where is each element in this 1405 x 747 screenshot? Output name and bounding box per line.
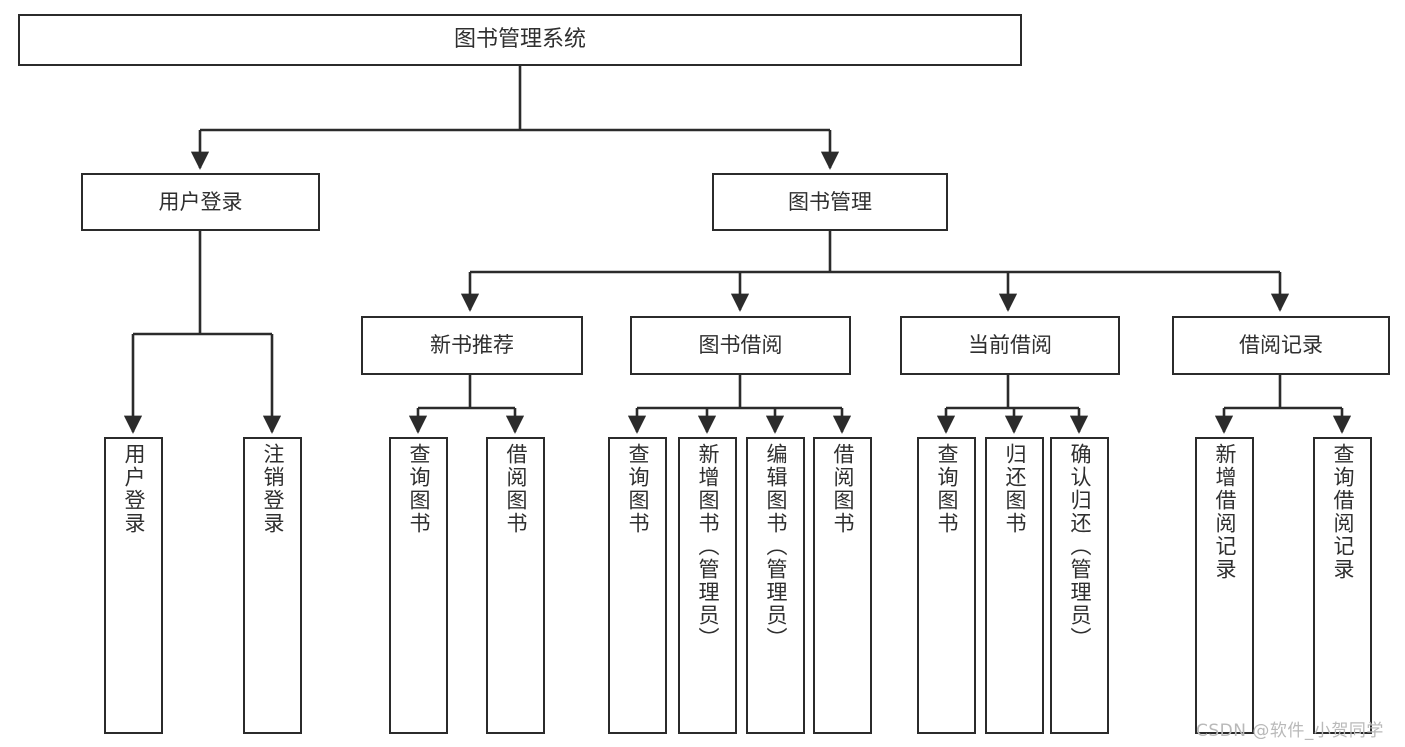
node-new-book-recommend-label: 新书推荐 <box>430 333 514 358</box>
node-root-system-label: 图书管理系统 <box>453 27 586 53</box>
node-borrow-record[interactable]: 借阅记录 <box>1172 316 1390 375</box>
leaf-borrow-record-add-label: 新增借阅记录 <box>1213 443 1237 581</box>
node-borrow-record-label: 借阅记录 <box>1239 333 1323 358</box>
csdn-watermark: CSDN @软件_小贺同学 <box>1196 721 1384 741</box>
node-user-login[interactable]: 用户登录 <box>81 173 320 231</box>
leaf-new-book-borrow-label: 借阅图书 <box>504 443 528 535</box>
leaf-user-login-signin[interactable]: 用户登录 <box>104 437 163 734</box>
leaf-new-book-query[interactable]: 查询图书 <box>389 437 448 734</box>
node-root-system[interactable]: 图书管理系统 <box>18 14 1022 66</box>
leaf-user-login-signout[interactable]: 注销登录 <box>243 437 302 734</box>
leaf-user-login-signin-label: 用户登录 <box>122 443 146 535</box>
leaf-borrow-record-query-label: 查询借阅记录 <box>1331 443 1355 581</box>
node-book-management-label: 图书管理 <box>788 189 872 214</box>
leaf-new-book-query-label: 查询图书 <box>407 443 431 535</box>
leaf-user-login-signout-label: 注销登录 <box>261 443 285 535</box>
leaf-borrow-record-add[interactable]: 新增借阅记录 <box>1195 437 1254 734</box>
node-new-book-recommend[interactable]: 新书推荐 <box>361 316 583 375</box>
leaf-book-borrow-edit[interactable]: 编辑图书（管理员） <box>746 437 805 734</box>
leaf-book-borrow-query[interactable]: 查询图书 <box>608 437 667 734</box>
node-current-borrow-label: 当前借阅 <box>968 333 1052 358</box>
leaf-new-book-borrow[interactable]: 借阅图书 <box>486 437 545 734</box>
leaf-book-borrow-add-label: 新增图书（管理员） <box>696 443 720 650</box>
leaf-book-borrow-query-label: 查询图书 <box>626 443 650 535</box>
leaf-book-borrow-borrow-label: 借阅图书 <box>831 443 855 535</box>
node-book-management[interactable]: 图书管理 <box>712 173 948 231</box>
node-book-borrow-label: 图书借阅 <box>698 333 783 358</box>
leaf-current-borrow-confirm-return[interactable]: 确认归还（管理员） <box>1050 437 1109 734</box>
leaf-current-borrow-return[interactable]: 归还图书 <box>985 437 1044 734</box>
leaf-book-borrow-add[interactable]: 新增图书（管理员） <box>678 437 737 734</box>
leaf-book-borrow-borrow[interactable]: 借阅图书 <box>813 437 872 734</box>
node-current-borrow[interactable]: 当前借阅 <box>900 316 1120 375</box>
leaf-current-borrow-confirm-return-label: 确认归还（管理员） <box>1068 443 1092 650</box>
leaf-borrow-record-query[interactable]: 查询借阅记录 <box>1313 437 1372 734</box>
leaf-book-borrow-edit-label: 编辑图书（管理员） <box>764 443 788 650</box>
leaf-current-borrow-query-label: 查询图书 <box>935 443 959 535</box>
node-book-borrow[interactable]: 图书借阅 <box>630 316 851 375</box>
leaf-current-borrow-return-label: 归还图书 <box>1003 443 1027 535</box>
node-user-login-label: 用户登录 <box>158 189 243 214</box>
leaf-current-borrow-query[interactable]: 查询图书 <box>917 437 976 734</box>
